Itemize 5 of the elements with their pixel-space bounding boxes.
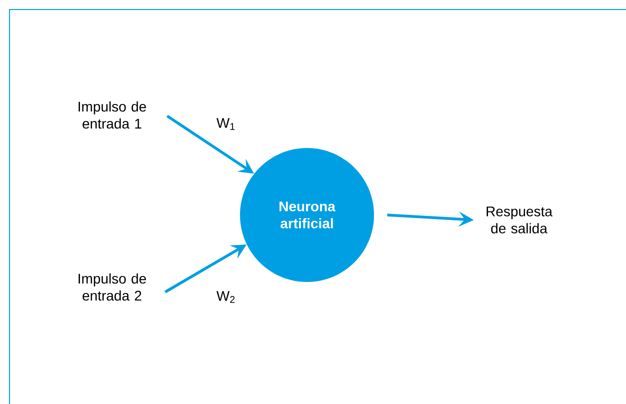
input-label: Impulso de entrada 1 — [78, 101, 146, 129]
output-label: Respuesta de salida — [486, 206, 552, 234]
input-label: Impulso de entrada 2 — [78, 273, 146, 301]
weight-label: W$_{2}$ — [215, 290, 237, 304]
weight-label: W$_{1}$ — [215, 117, 237, 131]
